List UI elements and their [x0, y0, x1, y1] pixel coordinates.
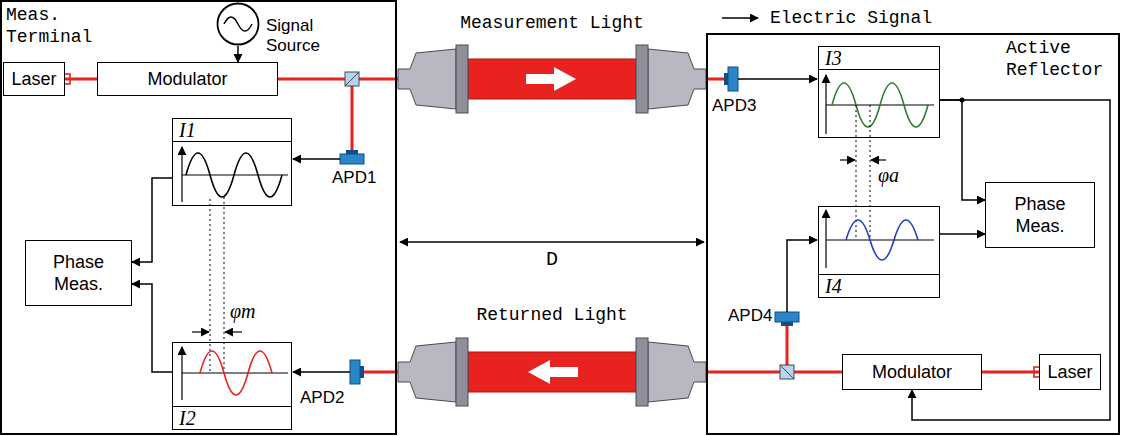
- box-label: Modulator: [147, 68, 227, 90]
- terminal-panel: Meas. Terminal Signal SourceLaser Modulato…: [0, 0, 397, 435]
- optical-path: [278, 78, 398, 81]
- legend-row: Electric Signal: [720, 6, 932, 30]
- phase-marker: [870, 105, 871, 240]
- collimator: [648, 49, 706, 109]
- signal-wire: [940, 100, 985, 200]
- signal-box: I1: [172, 118, 292, 206]
- box-label: Modulator: [872, 361, 952, 383]
- signal-box: I3: [818, 46, 940, 138]
- signal-box: I4: [818, 206, 940, 298]
- phase-arrow: [871, 159, 886, 160]
- distance-arrow: [400, 241, 704, 243]
- waveform: [832, 83, 928, 127]
- signal-wire: [940, 233, 985, 235]
- collimator: [456, 45, 468, 113]
- beam-direction: [528, 360, 578, 384]
- phase-marker: [210, 199, 211, 373]
- optical-path: [786, 326, 789, 365]
- distance-label: D: [546, 248, 558, 272]
- waveform: [200, 351, 272, 395]
- beam-label: Measurement Light: [460, 12, 644, 34]
- beam-direction: [526, 67, 576, 91]
- apd-symbol: [728, 67, 738, 91]
- collimator: [398, 49, 456, 109]
- collimator: [456, 338, 468, 406]
- beam-label: Returned Light: [476, 304, 627, 326]
- collimator: [636, 338, 648, 406]
- signal-wire: [132, 178, 172, 262]
- detector-label: APD3: [712, 96, 756, 116]
- signal-wire: [293, 158, 340, 160]
- optical-path: [706, 78, 724, 81]
- phase-arrow: [225, 331, 242, 332]
- optical-path: [982, 371, 1039, 374]
- reflector-panel: Active Reflector I3Phase Meas. I4Modulator…: [706, 33, 1120, 435]
- optical-path: [65, 78, 97, 81]
- phase-arrow: [192, 331, 209, 332]
- box-label: Laser: [1047, 361, 1092, 383]
- circle-outline: [218, 4, 259, 45]
- beam-splitter: [345, 72, 359, 86]
- phase-marker: [224, 197, 225, 373]
- waveform: [846, 220, 918, 260]
- optical-path: [364, 371, 398, 374]
- optical-path: [351, 86, 354, 150]
- detector-label: APD2: [300, 388, 344, 408]
- axis: [182, 174, 288, 175]
- signal-wire: [738, 78, 817, 80]
- source-label: Signal Source: [266, 16, 336, 56]
- apd-symbol: [724, 73, 728, 85]
- legend-sample: [722, 17, 758, 19]
- optical-path: [706, 371, 842, 374]
- phase-label: φa: [878, 164, 899, 186]
- signal-wire: [132, 284, 172, 372]
- phase-label: φm: [230, 300, 256, 322]
- apd-symbol: [775, 312, 799, 322]
- light-beam: [468, 59, 636, 99]
- signal-name: I3: [819, 47, 939, 70]
- detector-label: APD1: [332, 168, 376, 188]
- laser-box: Laser: [3, 62, 65, 96]
- apd-symbol: [346, 150, 358, 154]
- box-label: Phase Meas.: [44, 251, 114, 295]
- phase-meter-box: Phase Meas.: [985, 182, 1095, 248]
- beam-splitter: [345, 72, 359, 86]
- beam-splitter: [780, 365, 794, 379]
- signal-wire: [787, 240, 817, 312]
- phase-meter-box: Phase Meas.: [25, 240, 132, 306]
- box-label: Phase Meas.: [1005, 193, 1075, 237]
- signal-name: I2: [173, 406, 291, 429]
- light-beam: [468, 352, 636, 392]
- apd-symbol: [360, 366, 364, 378]
- modulator-box: Modulator: [842, 354, 982, 390]
- signal-wire: [237, 46, 239, 62]
- circle-outline: [216, 2, 260, 46]
- signal-source: Signal Source: [216, 2, 260, 46]
- source-sine: [224, 17, 252, 31]
- collimator: [648, 342, 706, 402]
- panel-title: Active Reflector: [1006, 37, 1106, 81]
- legend-sample: [720, 6, 764, 30]
- box-label: Laser: [11, 68, 56, 90]
- panel-title: Meas. Terminal: [6, 4, 106, 48]
- laser-box: Laser: [1039, 354, 1101, 390]
- beam-splitter: [780, 365, 794, 379]
- legend-text: Electric Signal: [770, 7, 932, 29]
- signal-name: I1: [173, 119, 291, 142]
- detector-label: APD4: [728, 306, 772, 326]
- collimator: [398, 342, 456, 402]
- modulator-box: Modulator: [97, 62, 278, 96]
- waveform: [186, 153, 282, 197]
- signal-box: I2: [172, 342, 292, 430]
- phase-arrow: [840, 159, 855, 160]
- collimator: [636, 45, 648, 113]
- axis: [825, 210, 826, 268]
- signal-name: I4: [819, 274, 939, 297]
- apd-symbol: [350, 360, 360, 384]
- signal-wire: [293, 371, 350, 373]
- apd-symbol: [340, 154, 364, 164]
- apd-symbol: [781, 322, 793, 326]
